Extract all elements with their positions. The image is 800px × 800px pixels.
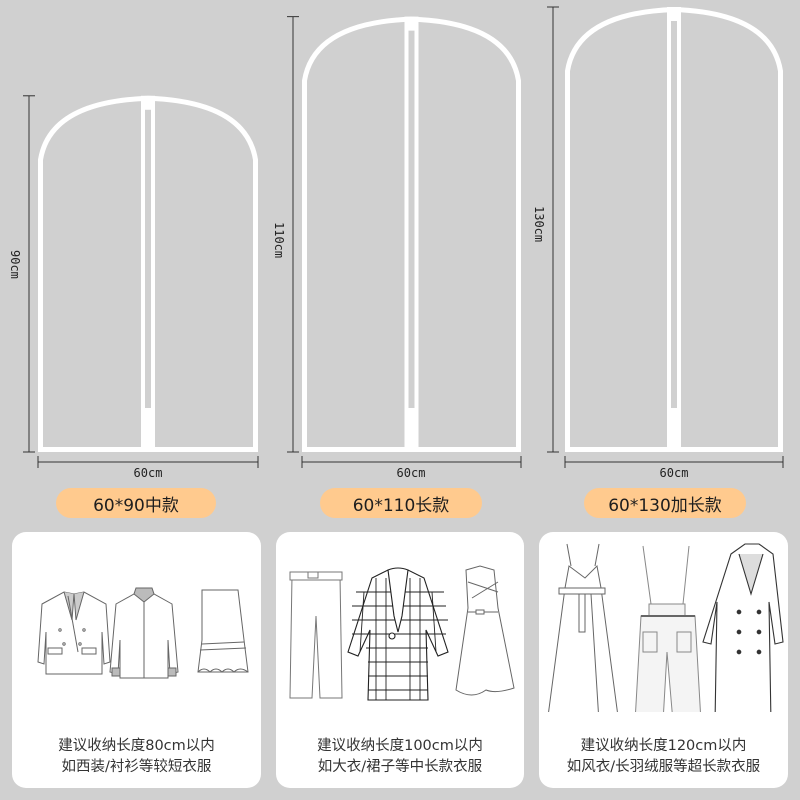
bag-2-zipper-track (408, 30, 415, 408)
model-pill-medium: 60*90中款 (56, 488, 216, 518)
model-pill-long: 60*110长款 (320, 488, 482, 518)
maxi-dress-icon (548, 543, 618, 712)
trousers-icon (289, 571, 343, 699)
garment-illustrations (289, 565, 515, 701)
usage-card-extra-long: 建议收纳长度120cm以内 如风衣/长羽绒服等超长款衣服 (539, 532, 788, 788)
card-3-line-2: 如风衣/长羽绒服等超长款衣服 (566, 759, 761, 775)
garment-bags-diagram (23, 6, 784, 468)
suit-jacket-icon (37, 591, 111, 675)
bag-2-height-label: 110cm (272, 222, 286, 259)
plaid-coat-icon (347, 567, 449, 701)
bag-1-width-label: 60cm (133, 466, 163, 480)
trench-coat-icon (702, 543, 784, 712)
garment-illustrations (548, 543, 784, 712)
model-pill-extra-long: 60*130加长款 (584, 488, 746, 518)
overalls-icon (635, 545, 701, 712)
card-2-line-2: 如大衣/裙子等中长款衣服 (317, 759, 483, 775)
card-3-line-1: 建议收纳长度120cm以内 (580, 738, 747, 754)
bag-1-zipper-track (145, 109, 151, 408)
card-2-line-1: 建议收纳长度100cm以内 (317, 738, 483, 754)
shirt-icon (109, 587, 179, 679)
card-1-line-1: 建议收纳长度80cm以内 (58, 738, 215, 754)
card-1-line-2: 如西装/衬衫等较短衣服 (61, 759, 212, 775)
garment-illustrations (37, 587, 249, 679)
bag-2-width-label: 60cm (396, 466, 426, 480)
bag-3-zipper-track (671, 21, 677, 408)
bag-1-height-label: 90cm (8, 250, 22, 279)
mermaid-skirt-icon (197, 589, 249, 673)
bag-3-height-label: 130cm (532, 206, 546, 243)
usage-card-long: 建议收纳长度100cm以内 如大衣/裙子等中长款衣服 (276, 532, 524, 788)
dress-icon (455, 565, 515, 696)
usage-card-medium: 建议收纳长度80cm以内 如西装/衬衫等较短衣服 (12, 532, 261, 788)
bag-3-width-label: 60cm (659, 466, 689, 480)
